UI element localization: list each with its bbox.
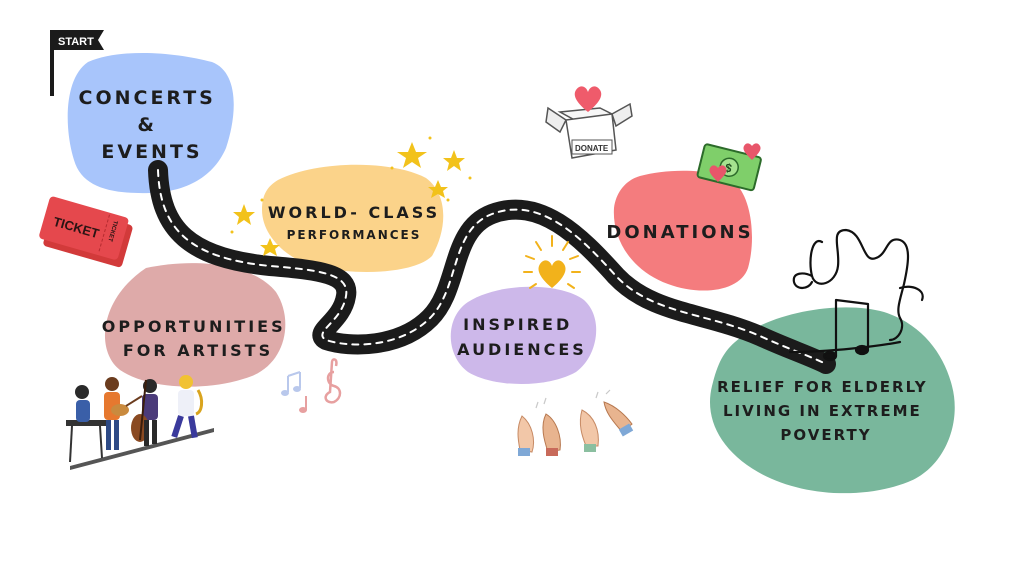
road-center-line xyxy=(157,169,827,365)
relief-line-2: LIVING IN EXTREME xyxy=(723,402,922,420)
world-class-blob xyxy=(262,164,444,272)
world-class-line-1: WORLD- CLASS xyxy=(268,203,440,222)
relief-line-3: POVERTY xyxy=(780,426,871,444)
world-class-line-2: PERFORMANCES xyxy=(287,228,422,242)
ticket-icon: TICKET TICKET xyxy=(39,196,133,268)
clapping-hands-icon xyxy=(517,389,634,456)
ticket-stub-label: TICKET xyxy=(106,220,118,243)
opportunities-blob xyxy=(104,263,286,387)
line-art-music-icon xyxy=(788,228,924,362)
winding-road xyxy=(148,160,836,374)
start-flag-label: START xyxy=(58,36,94,48)
inspired-line-2: AUDIENCES xyxy=(457,340,587,359)
musicians-band-icon xyxy=(66,375,214,470)
opportunities-line-1: OPPORTUNITIES xyxy=(102,317,286,336)
concerts-line-3: EVENTS xyxy=(101,141,202,163)
donate-box-icon: DONATE xyxy=(545,86,633,159)
relief-line-1: RELIEF FOR ELDERLY xyxy=(717,378,928,396)
money-symbol: $ xyxy=(723,160,733,175)
music-notes-icon xyxy=(281,358,342,413)
concerts-blob xyxy=(67,52,234,194)
relief-label: RELIEF FOR ELDERLY LIVING IN EXTREME POV… xyxy=(717,378,935,444)
money-hearts-icon: $ xyxy=(696,143,762,192)
inspired-line-1: INSPIRED xyxy=(463,315,572,334)
donations-blob xyxy=(613,170,752,291)
opportunities-label: OPPORTUNITIES FOR ARTISTS xyxy=(102,317,294,360)
concerts-line-2: & xyxy=(137,114,157,136)
concerts-line-1: CONCERTS xyxy=(79,87,216,109)
sun-heart-icon xyxy=(523,235,581,289)
relief-blob xyxy=(709,307,955,494)
inspired-label: INSPIRED AUDIENCES xyxy=(457,315,587,359)
opportunities-line-2: FOR ARTISTS xyxy=(123,341,273,360)
inspired-blob xyxy=(450,286,597,384)
donations-label: DONATIONS xyxy=(606,222,753,243)
concerts-events-label: CONCERTS & EVENTS xyxy=(79,87,226,163)
stars-icon xyxy=(230,136,472,256)
donate-box-label: DONATE xyxy=(575,144,609,153)
start-flag-icon: START xyxy=(50,30,104,96)
